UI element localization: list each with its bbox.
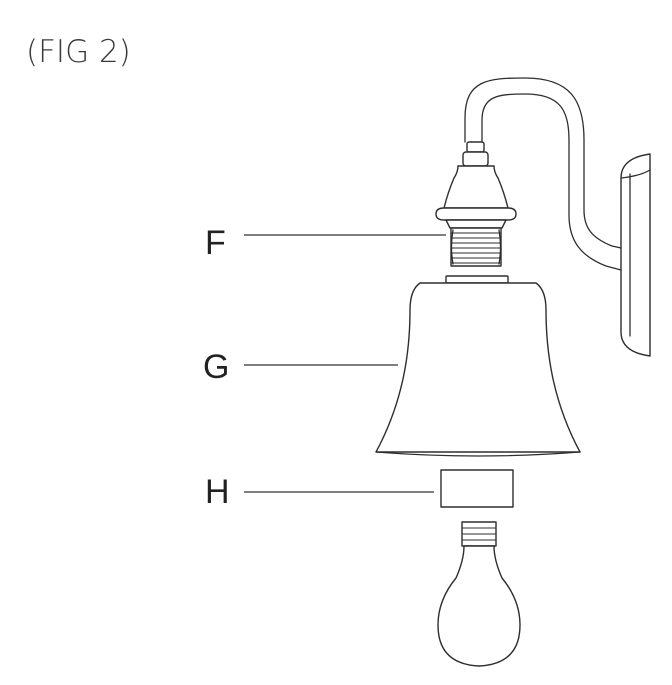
lamp-holder xyxy=(435,141,517,229)
callout-h: H xyxy=(205,473,434,511)
callout-label-f: F xyxy=(205,224,226,262)
threaded-socket xyxy=(450,227,502,267)
callout-label-g: G xyxy=(203,348,229,386)
shade-ring xyxy=(440,469,514,508)
curved-arm xyxy=(464,77,622,271)
wall-plate xyxy=(620,153,651,357)
callout-label-h: H xyxy=(205,473,230,511)
figure-title: (FIG 2) xyxy=(26,34,131,70)
callout-g: G xyxy=(203,348,398,386)
callout-f: F xyxy=(205,224,446,262)
bell-shade xyxy=(375,275,581,457)
light-bulb xyxy=(437,521,521,667)
